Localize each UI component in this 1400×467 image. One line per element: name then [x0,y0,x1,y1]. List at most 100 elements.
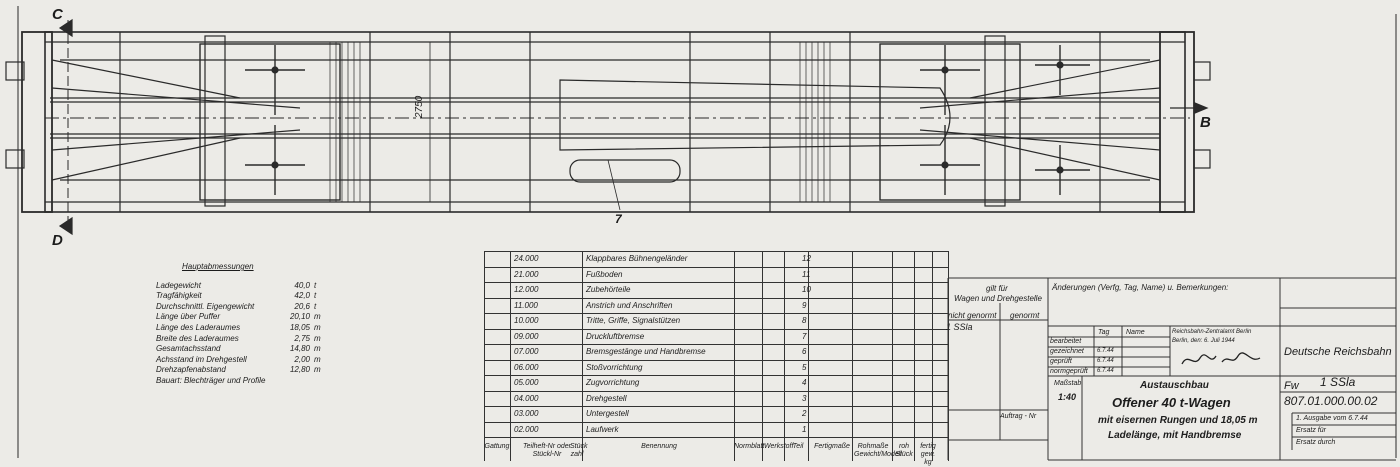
dimension-value: 42,0 [294,291,310,301]
railway-name: Deutsche Reichsbahn [1284,346,1392,358]
office-line-1: Reichsbahn-Zentralamt Berlin [1172,329,1252,335]
office-line-2: Berlin, den: 6. Juli 1944 [1172,338,1235,344]
parts-list-rule [484,421,948,423]
dimension-label: Durchschnittl. Eigengewicht [156,301,255,311]
parts-number: 21.000 [514,269,539,279]
parts-part: 1 [802,424,807,434]
parts-list-rule [484,437,948,438]
dimension-label: Drehzapfenabstand [156,365,226,375]
col-name: Name [1126,329,1145,336]
parts-name: Laufwerk [586,424,619,434]
dimension-value: 20,10 [289,312,310,322]
dimension-value: 12,80 [289,365,310,375]
parts-list-rule [484,375,948,376]
dimension-label: Breite des Laderaumes [156,333,239,343]
date-entry: 6.7.44 [1097,358,1114,364]
parts-list-row: 12.000 Zubehörteile 10 [484,282,948,297]
parts-number: 11.000 [514,300,538,310]
section-mark-d: D [52,232,63,249]
parts-name: Fußboden [586,269,623,279]
dimension-unit: m [314,365,321,375]
bauart-text: Bauart: Blechträger und Profile [156,375,266,385]
parts-number: 06.000 [514,362,539,372]
validity-box: gilt für Wagen und Drehgestelle nicht ge… [946,280,1048,460]
section-mark-b: B [1200,114,1211,131]
parts-list-column-rule [808,251,809,461]
parts-part: 10 [802,285,811,294]
parts-number: 12.000 [514,285,539,294]
parts-number: 10.000 [514,316,539,325]
dimension-unit: m [314,333,321,343]
validity-col-genormt: genormt [1010,311,1040,320]
parts-number: 05.000 [514,378,539,387]
parts-list-row: 10.000 Tritte, Griffe, Signalstützen 8 [484,313,948,328]
col-tag: Tag [1098,329,1110,336]
parts-part: 3 [802,393,807,403]
title-line-4: Ladelänge, mit Handbremse [1108,430,1242,441]
parts-name: Klappbares Bühnengeländer [586,254,688,263]
parts-part: 8 [802,316,807,325]
parts-part: 4 [802,378,807,387]
parts-list-column-rule [582,251,583,461]
dimension-value: 40,0 [294,280,310,290]
dimension-label: Achsstand im Drehgestell [156,354,247,364]
parts-list-column-rule [734,251,735,461]
massstab-label: Maßstab [1054,380,1082,387]
dimension-label: Gesamtachsstand [156,344,221,354]
parts-list-column-rule [510,251,511,461]
dimension-row: Gesamtachsstand 14,80 m [156,344,326,355]
drawing-number: 807.01.000.00.02 [1284,394,1378,408]
title-wagen: Offener 40 t-Wagen [1112,395,1231,410]
dimension-value: 14,80 [289,344,310,354]
dimension-label: Länge des Laderaumes [156,322,241,332]
parts-name: Druckluftbremse [586,331,645,341]
parts-list-rule [484,406,948,407]
validity-title-2: Wagen und Drehgestelle [954,294,1042,303]
parts-name: Stoßvorrichtung [586,362,643,372]
section-mark-c: C [52,6,63,23]
dimension-value: 2,00 [294,354,310,364]
parts-list-rule [484,328,948,330]
parts-list-rule [484,297,948,299]
dimension-label: Tragfähigkeit [156,291,202,301]
massstab-value: 1:40 [1058,392,1077,402]
parts-list-row: 07.000 Bremsgestänge und Handbremse 6 [484,344,948,359]
parts-list-rule [484,390,948,392]
validity-entry: 1 SSla [946,322,973,332]
parts-header-benennung: Benennung [641,443,677,450]
parts-part: 5 [802,362,807,372]
parts-name: Zubehörteile [586,285,631,294]
parts-number: 03.000 [514,409,539,418]
parts-list-row: 06.000 Stoßvorrichtung 5 [484,360,948,375]
parts-part: 6 [802,347,807,356]
dimension-value: 2,75 [294,333,310,343]
parts-list-column-rule [852,251,853,461]
parts-name: Tritte, Griffe, Signalstützen [586,316,681,325]
parts-list-rule [484,313,948,314]
dimension-row: Breite des Laderaumes 2,75 m [156,334,326,345]
parts-number: 04.000 [514,393,539,403]
parts-number: 07.000 [514,347,539,356]
changes-label: Änderungen (Verfg, Tag, Name) u. Bemerku… [1052,283,1229,292]
role-geprüft: geprüft [1050,358,1072,365]
date-entry: 6.7.44 [1097,368,1114,374]
dimension-unit: m [314,344,321,354]
dimension-unit: m [314,312,321,322]
parts-name: Bremsgestänge und Handbremse [586,347,706,356]
parts-number: 09.000 [514,331,539,341]
role-bearbeitet: bearbeitet [1050,338,1082,345]
signature-mark [1181,352,1261,365]
parts-list-rule [484,282,948,283]
parts-header-rohgewicht: roh Stück [895,443,913,458]
parts-list-column-rule [948,251,949,461]
ersatz-durch: Ersatz durch [1296,439,1336,446]
